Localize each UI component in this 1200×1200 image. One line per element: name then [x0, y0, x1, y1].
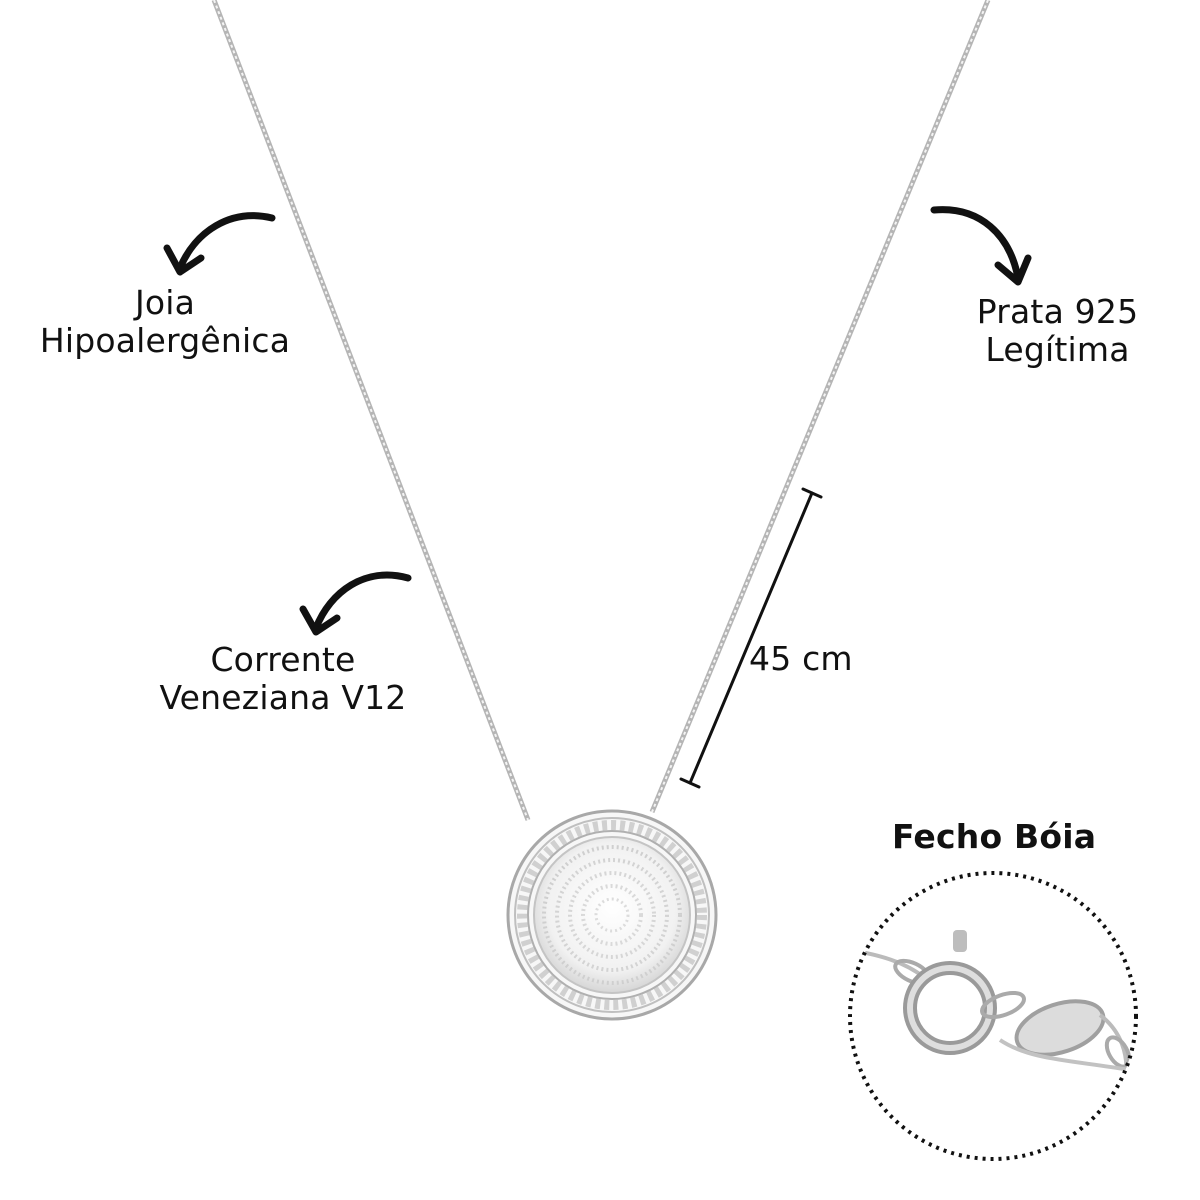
length-label: 45 cm [749, 639, 853, 678]
silver-line2: Legítima [985, 330, 1130, 369]
curved-arrow-icon [163, 212, 276, 276]
curved-arrow-icon [299, 571, 412, 636]
necklace-chain [211, 0, 991, 821]
chain-label: Corrente Veneziana V12 [150, 641, 416, 717]
curved-arrow-icon [930, 206, 1032, 286]
chain-line1: Corrente [210, 640, 356, 679]
pendant-image [506, 809, 718, 1021]
hypoallergenic-line1: Joia [134, 283, 196, 322]
hypoallergenic-line2: Hipoalergênica [39, 321, 291, 360]
silver-label: Prata 925 Legítima [955, 293, 1160, 369]
hypoallergenic-label: Joia Hipoalergênica [30, 284, 300, 360]
chain-line2: Veneziana V12 [159, 678, 407, 717]
clasp-title: Fecho Bóia [892, 817, 1097, 856]
dimension-bar-icon [679, 487, 823, 789]
silver-line1: Prata 925 [976, 292, 1139, 331]
clasp-closeup-image [848, 871, 1138, 1161]
